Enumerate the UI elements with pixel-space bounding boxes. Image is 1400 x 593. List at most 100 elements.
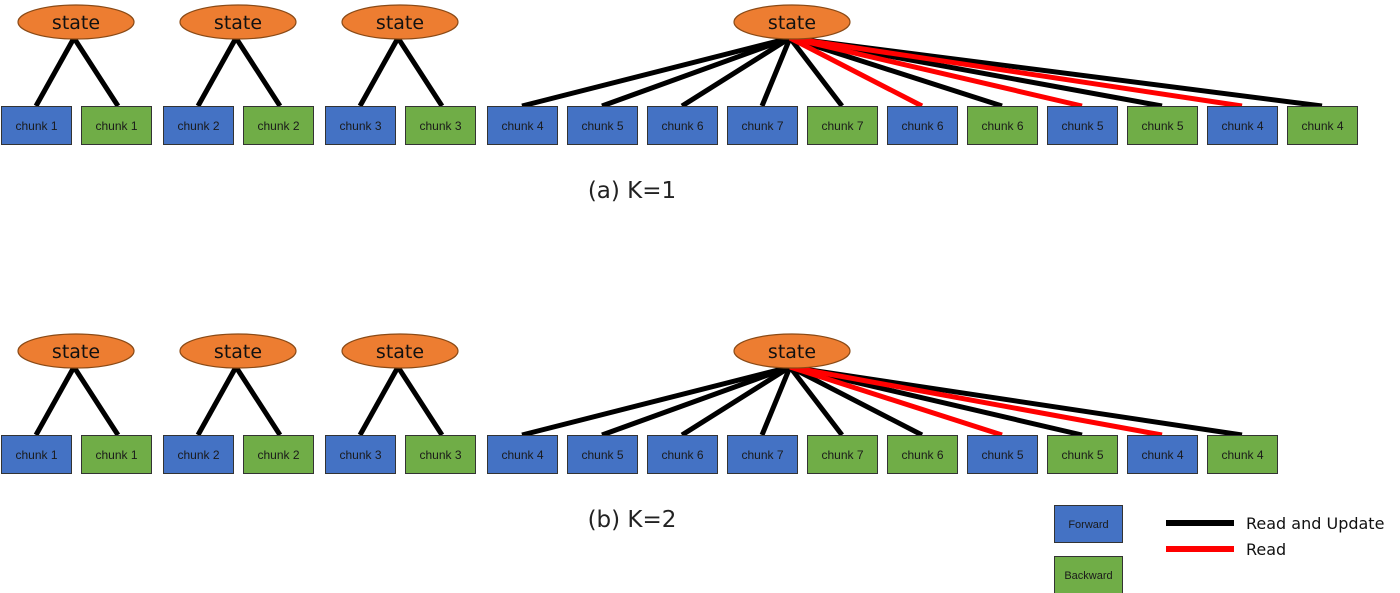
legend-forward-swatch [1054, 505, 1123, 543]
chunk-label: chunk 7 [821, 448, 863, 462]
state-label: state [768, 12, 816, 34]
backward-chunk-box [1047, 435, 1118, 474]
forward-chunk-box [163, 106, 234, 145]
chunk-label: chunk 6 [661, 448, 703, 462]
chunk-label: chunk 5 [1061, 119, 1103, 133]
edge-layer [357, 36, 445, 108]
chunk-label: chunk 1 [95, 448, 137, 462]
read-update-edge [521, 364, 791, 438]
panel-caption: (a) K=1 [588, 178, 676, 204]
chunk-label: chunk 3 [419, 448, 461, 462]
read-update-edge [788, 36, 844, 108]
chunk-label: chunk 4 [1221, 119, 1263, 133]
read-edge [789, 364, 1163, 438]
read-update-edge [33, 36, 77, 108]
state-node [179, 333, 297, 369]
chunk-label: chunk 2 [257, 119, 299, 133]
read-update-edge [521, 35, 791, 109]
state-node [733, 333, 851, 369]
read-update-edge [233, 365, 283, 437]
chunk-label: chunk 7 [741, 448, 783, 462]
chunk-label: chunk 5 [581, 119, 623, 133]
backward-chunk-box [243, 435, 314, 474]
state-node [17, 333, 135, 369]
forward-chunk-box [1, 106, 72, 145]
forward-chunk-box [1, 435, 72, 474]
chunk-label: chunk 4 [1141, 448, 1183, 462]
backward-chunk-box [243, 106, 314, 145]
forward-chunk-box [1207, 106, 1278, 145]
forward-chunk-box [967, 435, 1038, 474]
forward-chunk-box [727, 435, 798, 474]
read-edge [789, 35, 1243, 109]
backward-chunk-box [81, 435, 152, 474]
read-update-edge [789, 35, 1003, 109]
chunk-label: chunk 4 [501, 448, 543, 462]
edge-layer [33, 365, 121, 437]
chunk-label: chunk 7 [741, 119, 783, 133]
legend-box-label: Backward [1064, 570, 1112, 582]
chunk-label: chunk 4 [1301, 119, 1343, 133]
read-update-edge [759, 37, 793, 107]
backward-chunk-box [1207, 435, 1278, 474]
read-edge [788, 35, 924, 109]
edge-layer [521, 364, 1243, 438]
legend-line-label: Read [1246, 540, 1286, 559]
chunk-label: chunk 5 [581, 448, 623, 462]
state-node [341, 4, 459, 40]
backward-chunk-box [405, 435, 476, 474]
edge-layer [357, 365, 445, 437]
chunk-label: chunk 1 [15, 119, 57, 133]
chunk-label: chunk 7 [821, 119, 863, 133]
chunk-group-4: state chunk 4 chunk 5 chunk 6 chunk 7 chunk 7… [487, 4, 1358, 145]
forward-chunk-box [1127, 435, 1198, 474]
chunk-label: chunk 6 [661, 119, 703, 133]
legend-line-label: Read and Update [1246, 514, 1384, 533]
read-update-edge [195, 36, 239, 108]
backward-chunk-box [967, 106, 1038, 145]
backward-chunk-box [887, 435, 958, 474]
forward-chunk-box [163, 435, 234, 474]
chunk-label: chunk 3 [419, 119, 461, 133]
backward-chunk-box [1287, 106, 1358, 145]
edge-layer [521, 35, 1323, 109]
chunk-label: chunk 1 [15, 448, 57, 462]
chunk-label: chunk 5 [1141, 119, 1183, 133]
forward-chunk-box [325, 435, 396, 474]
chunk-label: chunk 6 [981, 119, 1023, 133]
read-update-edge [601, 364, 791, 438]
panel-caption: (b) K=2 [588, 507, 677, 533]
chunk-label: chunk 3 [339, 119, 381, 133]
chunk-label: chunk 4 [501, 119, 543, 133]
read-update-edge [680, 35, 792, 109]
read-update-edge [71, 36, 121, 108]
chunk-group-4: state chunk 4 chunk 5 chunk 6 chunk 7 chunk 7… [487, 333, 1278, 474]
forward-chunk-box [887, 106, 958, 145]
forward-chunk-box [1047, 106, 1118, 145]
state-label: state [376, 341, 424, 363]
read-update-edge [357, 365, 401, 437]
forward-chunk-box [647, 435, 718, 474]
read-update-edge [601, 35, 791, 109]
backward-chunk-box [807, 106, 878, 145]
forward-chunk-box [487, 106, 558, 145]
chunk-label: chunk 5 [981, 448, 1023, 462]
state-label: state [214, 12, 262, 34]
read-update-edge [759, 366, 793, 436]
state-label: state [52, 341, 100, 363]
edge-layer [33, 36, 121, 108]
edge-layer [195, 36, 283, 108]
read-edge [789, 364, 1003, 438]
chunk-label: chunk 6 [901, 448, 943, 462]
state-label: state [768, 341, 816, 363]
chunk-label: chunk 2 [257, 448, 299, 462]
state-node [341, 333, 459, 369]
